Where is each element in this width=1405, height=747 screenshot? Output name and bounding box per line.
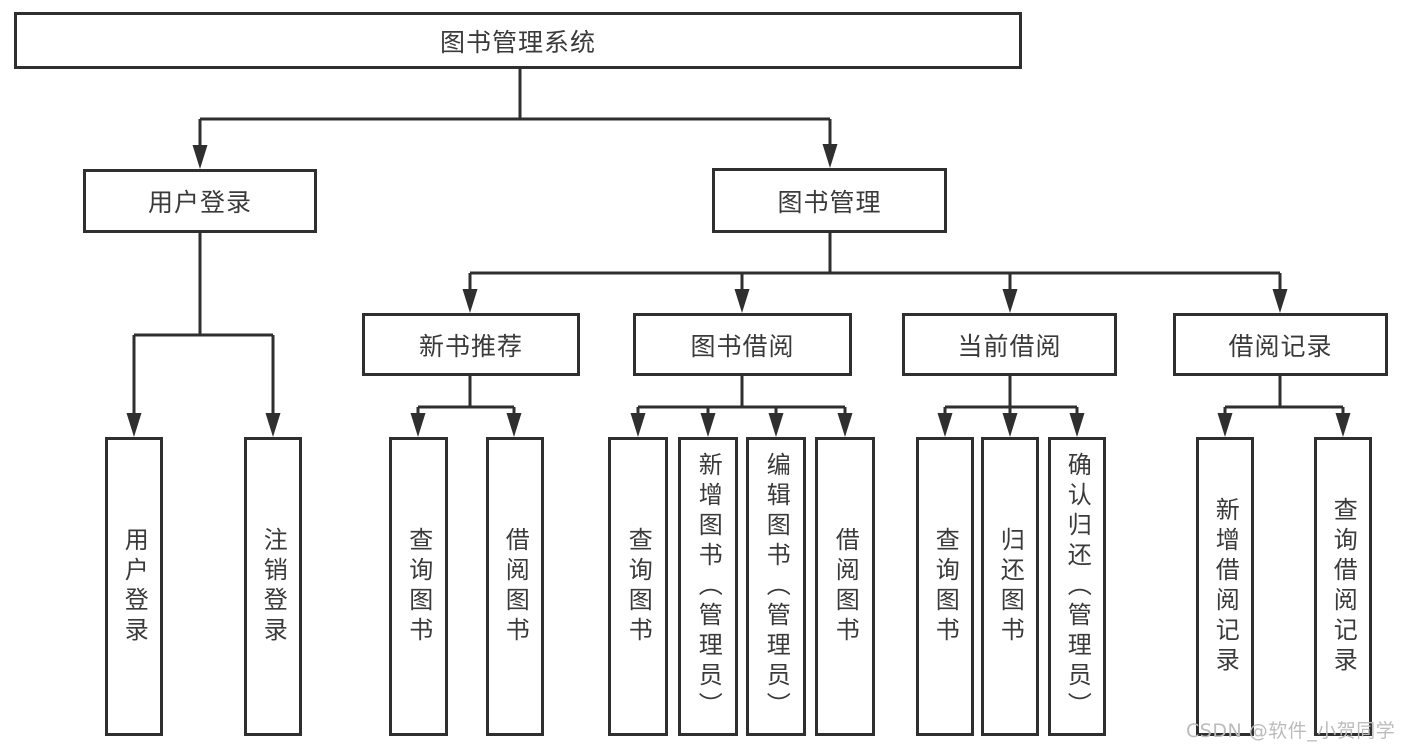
connector-lines — [132, 69, 1345, 415]
leaf-borrow-book-1-label: 借阅图书 — [501, 526, 530, 647]
leaf-query-book-2-label: 查询图书 — [624, 526, 653, 647]
node-book-borrow-label: 图书借阅 — [690, 331, 795, 361]
arrowhead-to-leaf-query-book-2 — [630, 413, 646, 437]
node-user-login: 用户登录 — [83, 169, 317, 233]
connector-user-login-split — [132, 233, 275, 415]
arrowhead-to-book-management — [822, 144, 838, 168]
arrowhead-to-borrow-records — [1272, 289, 1288, 313]
node-new-book-recommend-label: 新书推荐 — [418, 331, 523, 361]
node-book-borrow: 图书借阅 — [633, 313, 852, 376]
leaf-edit-book-admin-label: 编辑图书（管理员） — [762, 451, 791, 722]
leaf-confirm-return-admin-label: 确认归还（管理员） — [1063, 451, 1092, 722]
arrowhead-to-leaf-borrow-book-2 — [837, 413, 853, 437]
leaf-query-book-3: 查询图书 — [916, 437, 974, 736]
arrowhead-to-leaf-add-record — [1217, 413, 1233, 437]
arrowheads — [126, 144, 1351, 437]
csdn-watermark: CSDN @软件_小贺同学 — [1186, 720, 1396, 742]
connector-current-borrow-split — [943, 376, 1079, 415]
node-new-book-recommend: 新书推荐 — [362, 313, 580, 376]
arrowhead-to-leaf-logout — [265, 413, 281, 437]
node-borrow-records-label: 借阅记录 — [1228, 331, 1333, 361]
node-user-login-label: 用户登录 — [147, 188, 252, 217]
node-book-management: 图书管理 — [712, 168, 947, 233]
arrowhead-to-leaf-query-book-3 — [937, 413, 953, 437]
leaf-logout: 注销登录 — [244, 437, 302, 736]
leaf-user-login-label: 用户登录 — [120, 526, 149, 647]
node-root: 图书管理系统 — [14, 12, 1022, 69]
leaf-edit-book-admin: 编辑图书（管理员） — [746, 437, 806, 736]
arrowhead-to-leaf-borrow-book-1 — [506, 413, 522, 437]
leaf-borrow-book-2: 借阅图书 — [815, 437, 875, 736]
leaf-return-book-label: 归还图书 — [996, 526, 1025, 647]
node-current-borrow: 当前借阅 — [902, 313, 1117, 376]
arrowhead-to-leaf-confirm-return — [1069, 413, 1085, 437]
leaf-user-login: 用户登录 — [105, 437, 163, 736]
leaf-query-book-3-label: 查询图书 — [931, 526, 960, 647]
connector-root-split — [198, 69, 832, 147]
arrowhead-to-user-login — [192, 145, 208, 169]
leaf-add-book-admin: 新增图书（管理员） — [678, 437, 738, 736]
leaf-borrow-book-2-label: 借阅图书 — [831, 526, 860, 647]
leaf-logout-label: 注销登录 — [259, 526, 288, 647]
arrowhead-to-leaf-query-book-1 — [410, 413, 426, 437]
arrowhead-to-leaf-edit-book — [768, 413, 784, 437]
leaf-add-book-admin-label: 新增图书（管理员） — [694, 451, 723, 722]
connector-book-borrow-split — [636, 376, 847, 415]
connector-book-management-split — [468, 233, 1282, 291]
connector-borrow-records-split — [1223, 376, 1345, 415]
connector-new-book-split — [416, 376, 516, 415]
arrowhead-to-leaf-query-record — [1335, 413, 1351, 437]
arrowhead-to-current-borrow — [1002, 289, 1018, 313]
leaf-confirm-return-admin: 确认归还（管理员） — [1048, 437, 1106, 736]
arrowhead-to-leaf-user-login — [126, 413, 142, 437]
leaf-add-borrow-record-label: 新增借阅记录 — [1211, 496, 1240, 677]
leaf-query-book-1-label: 查询图书 — [404, 526, 433, 647]
arrowhead-to-leaf-add-book — [700, 413, 716, 437]
arrowhead-to-leaf-return-book — [1002, 413, 1018, 437]
leaf-query-borrow-record-label: 查询借阅记录 — [1329, 496, 1358, 677]
leaf-query-borrow-record: 查询借阅记录 — [1314, 437, 1372, 736]
arrowhead-to-book-borrow — [734, 289, 750, 313]
arrowhead-to-new-book-recommend — [462, 289, 478, 313]
node-root-label: 图书管理系统 — [439, 27, 596, 57]
node-borrow-records: 借阅记录 — [1173, 313, 1388, 376]
leaf-return-book: 归还图书 — [981, 437, 1039, 736]
leaf-borrow-book-1: 借阅图书 — [486, 437, 544, 736]
node-book-management-label: 图书管理 — [777, 187, 882, 217]
leaf-query-book-2: 查询图书 — [608, 437, 668, 736]
leaf-add-borrow-record: 新增借阅记录 — [1196, 437, 1254, 736]
node-current-borrow-label: 当前借阅 — [957, 331, 1062, 361]
leaf-query-book-1: 查询图书 — [389, 437, 448, 736]
